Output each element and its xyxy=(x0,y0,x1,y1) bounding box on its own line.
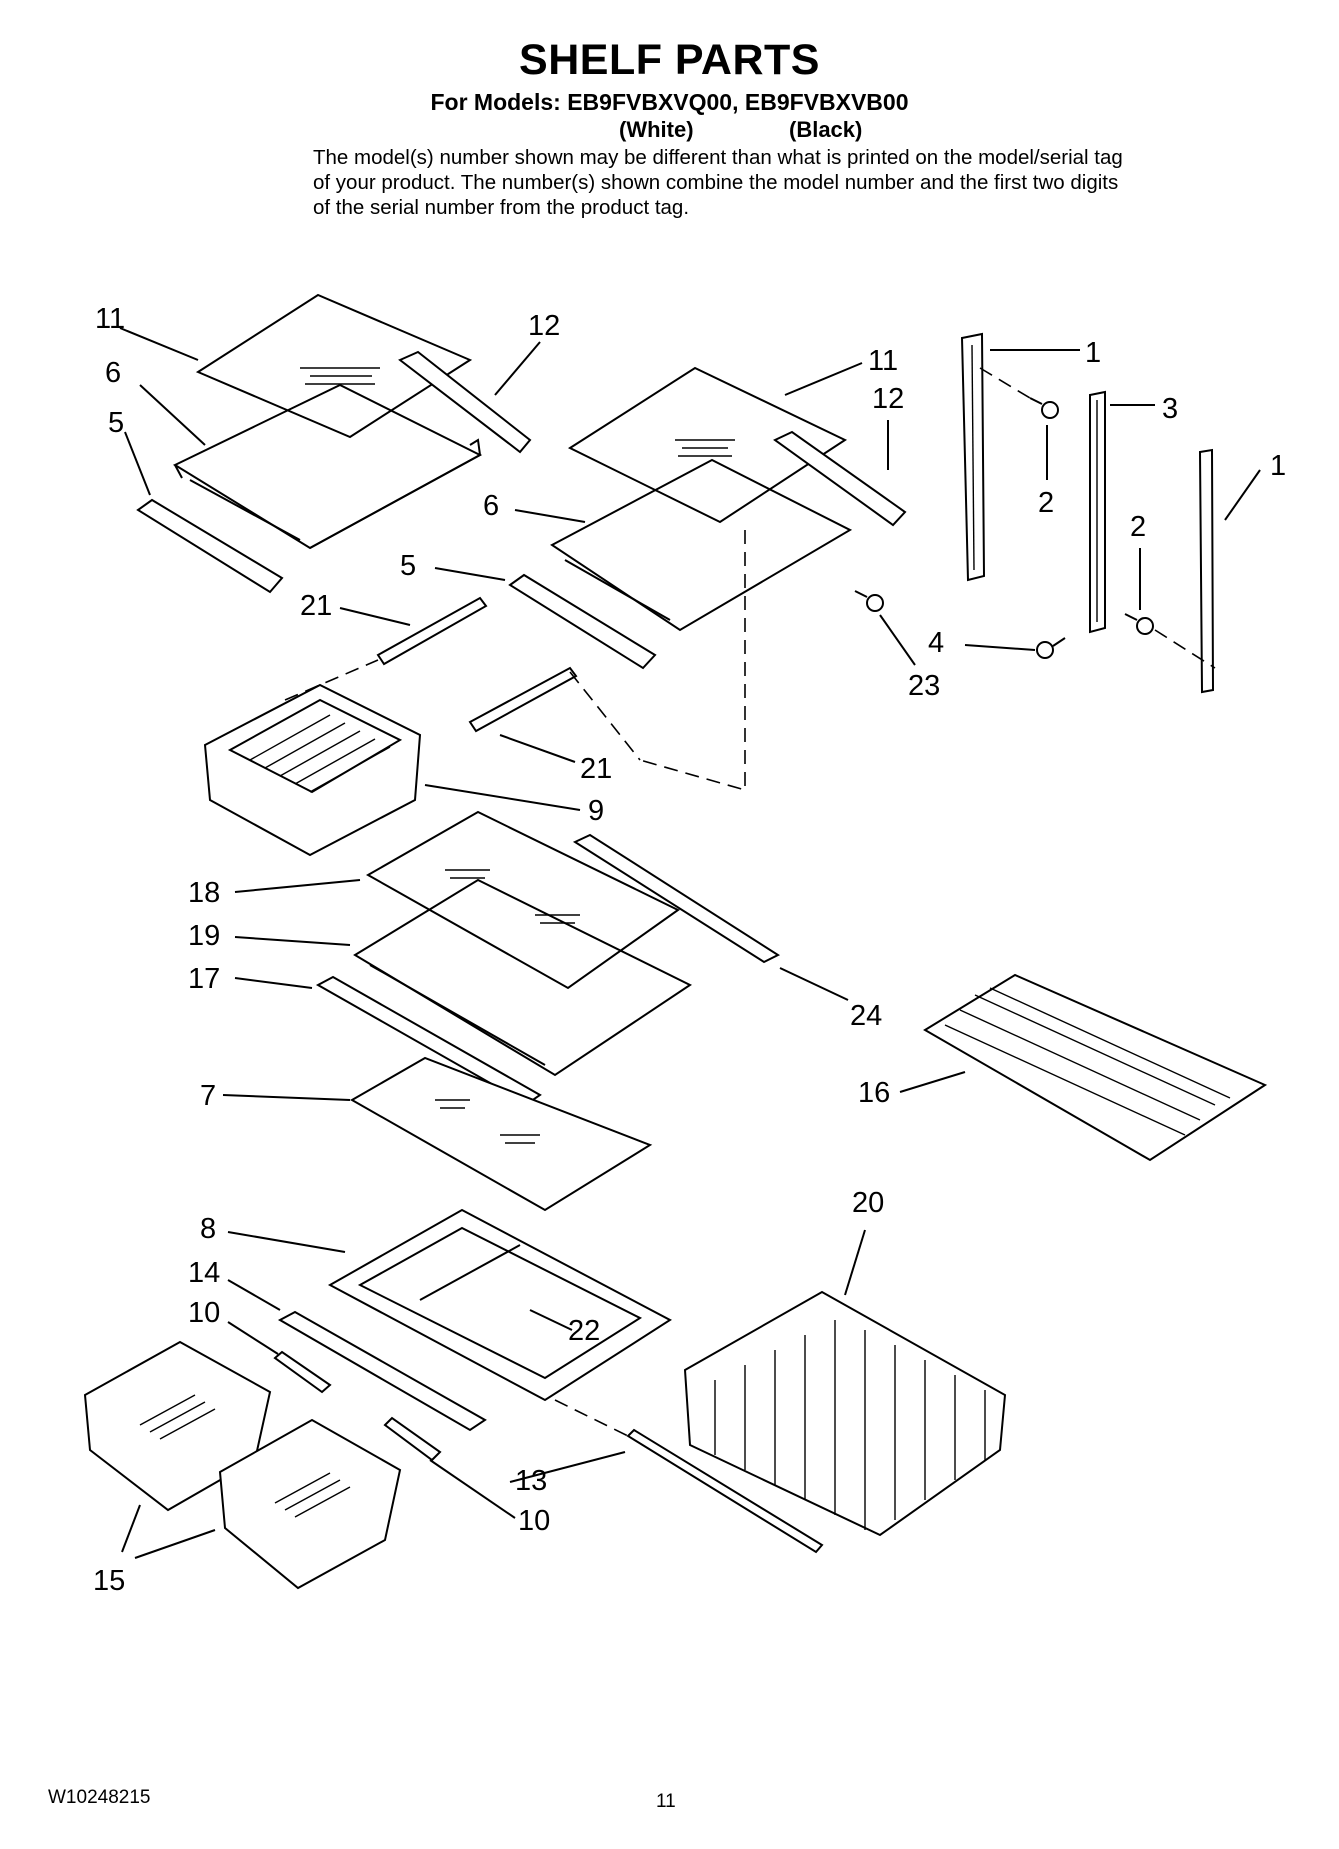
screw-rail-lower xyxy=(1124,613,1154,635)
wire-basket xyxy=(683,1290,1007,1537)
screw-shelf-bracket xyxy=(854,590,884,612)
header: SHELF PARTS For Models: EB9FVBXVQ00, EB9… xyxy=(0,36,1339,116)
wire-shelf xyxy=(923,973,1268,1162)
glass-shelf-upper-center xyxy=(567,366,848,524)
callout-7: 7 xyxy=(200,1080,216,1112)
crisper-cover-frame xyxy=(327,1208,672,1402)
glass-shelf-middle xyxy=(365,810,680,990)
rail-right xyxy=(1198,448,1215,694)
rail-middle xyxy=(1089,390,1106,634)
callout-2-lower: 2 xyxy=(1130,511,1146,543)
screw-rail-upper xyxy=(1029,397,1059,419)
callout-21-upper: 21 xyxy=(300,590,332,622)
callout-10-left: 10 xyxy=(188,1297,220,1329)
callout-4: 4 xyxy=(928,627,944,659)
callout-21-lower: 21 xyxy=(580,753,612,785)
callout-20: 20 xyxy=(852,1187,884,1219)
bracket-left xyxy=(273,1350,332,1394)
callout-24: 24 xyxy=(850,1000,882,1032)
callout-6-left: 6 xyxy=(105,357,121,389)
callout-1-top: 1 xyxy=(1085,337,1101,369)
callout-22: 22 xyxy=(568,1315,600,1347)
screw-4 xyxy=(1036,637,1066,659)
crisper-drawer xyxy=(203,683,422,857)
rear-trim-upper-center xyxy=(773,430,907,527)
callout-9: 9 xyxy=(588,795,604,827)
callout-19: 19 xyxy=(188,920,220,952)
drawer-slide-left xyxy=(376,596,488,666)
callout-1-right: 1 xyxy=(1270,450,1286,482)
model-note: The model(s) number shown may be differe… xyxy=(313,146,1123,219)
shelf-frame-middle xyxy=(353,878,692,1077)
shelf-frame-upper-center xyxy=(550,458,853,632)
leader-lines xyxy=(119,327,1261,1559)
front-trim-upper-left xyxy=(136,498,284,594)
callout-6-center: 6 xyxy=(483,490,499,522)
callout-14: 14 xyxy=(188,1257,220,1289)
document-number: W10248215 xyxy=(48,1787,151,1808)
front-trim-upper-center xyxy=(508,573,657,670)
callout-12-left: 12 xyxy=(528,310,560,342)
front-trim-middle xyxy=(315,975,542,1106)
color-white-label: (White) xyxy=(619,117,694,142)
models-line: For Models: EB9FVBXVQ00, EB9FVBXVB00 xyxy=(430,89,909,115)
rail-left-tall xyxy=(960,332,986,582)
callout-18: 18 xyxy=(188,877,220,909)
drawer-slide-right xyxy=(468,666,578,733)
callout-11-center: 11 xyxy=(868,345,898,377)
callout-2-upper: 2 xyxy=(1038,487,1054,519)
callout-11-left: 11 xyxy=(95,303,125,335)
callout-13: 13 xyxy=(515,1465,547,1497)
rear-trim-middle xyxy=(572,833,781,964)
bracket-right xyxy=(383,1416,442,1462)
callout-5-left: 5 xyxy=(108,407,124,439)
rear-trim-upper-left xyxy=(398,350,532,454)
callout-10-right: 10 xyxy=(518,1505,550,1537)
divider-bar xyxy=(277,1310,487,1432)
shelf-frame-upper-left xyxy=(172,383,483,550)
callout-16: 16 xyxy=(858,1077,890,1109)
callout-8: 8 xyxy=(200,1213,216,1245)
callout-12-center: 12 xyxy=(872,383,904,415)
crisper-bin-right xyxy=(218,1418,402,1590)
rod xyxy=(626,1428,824,1554)
color-black-label: (Black) xyxy=(789,117,863,142)
callout-17: 17 xyxy=(188,963,220,995)
page-title: SHELF PARTS xyxy=(519,36,820,84)
callout-23: 23 xyxy=(908,670,940,702)
glass-shelf-lower xyxy=(349,1056,653,1212)
callout-15: 15 xyxy=(93,1565,125,1597)
callout-5-center: 5 xyxy=(400,550,416,582)
page-number: 11 xyxy=(656,1791,676,1812)
callout-3: 3 xyxy=(1162,393,1178,425)
